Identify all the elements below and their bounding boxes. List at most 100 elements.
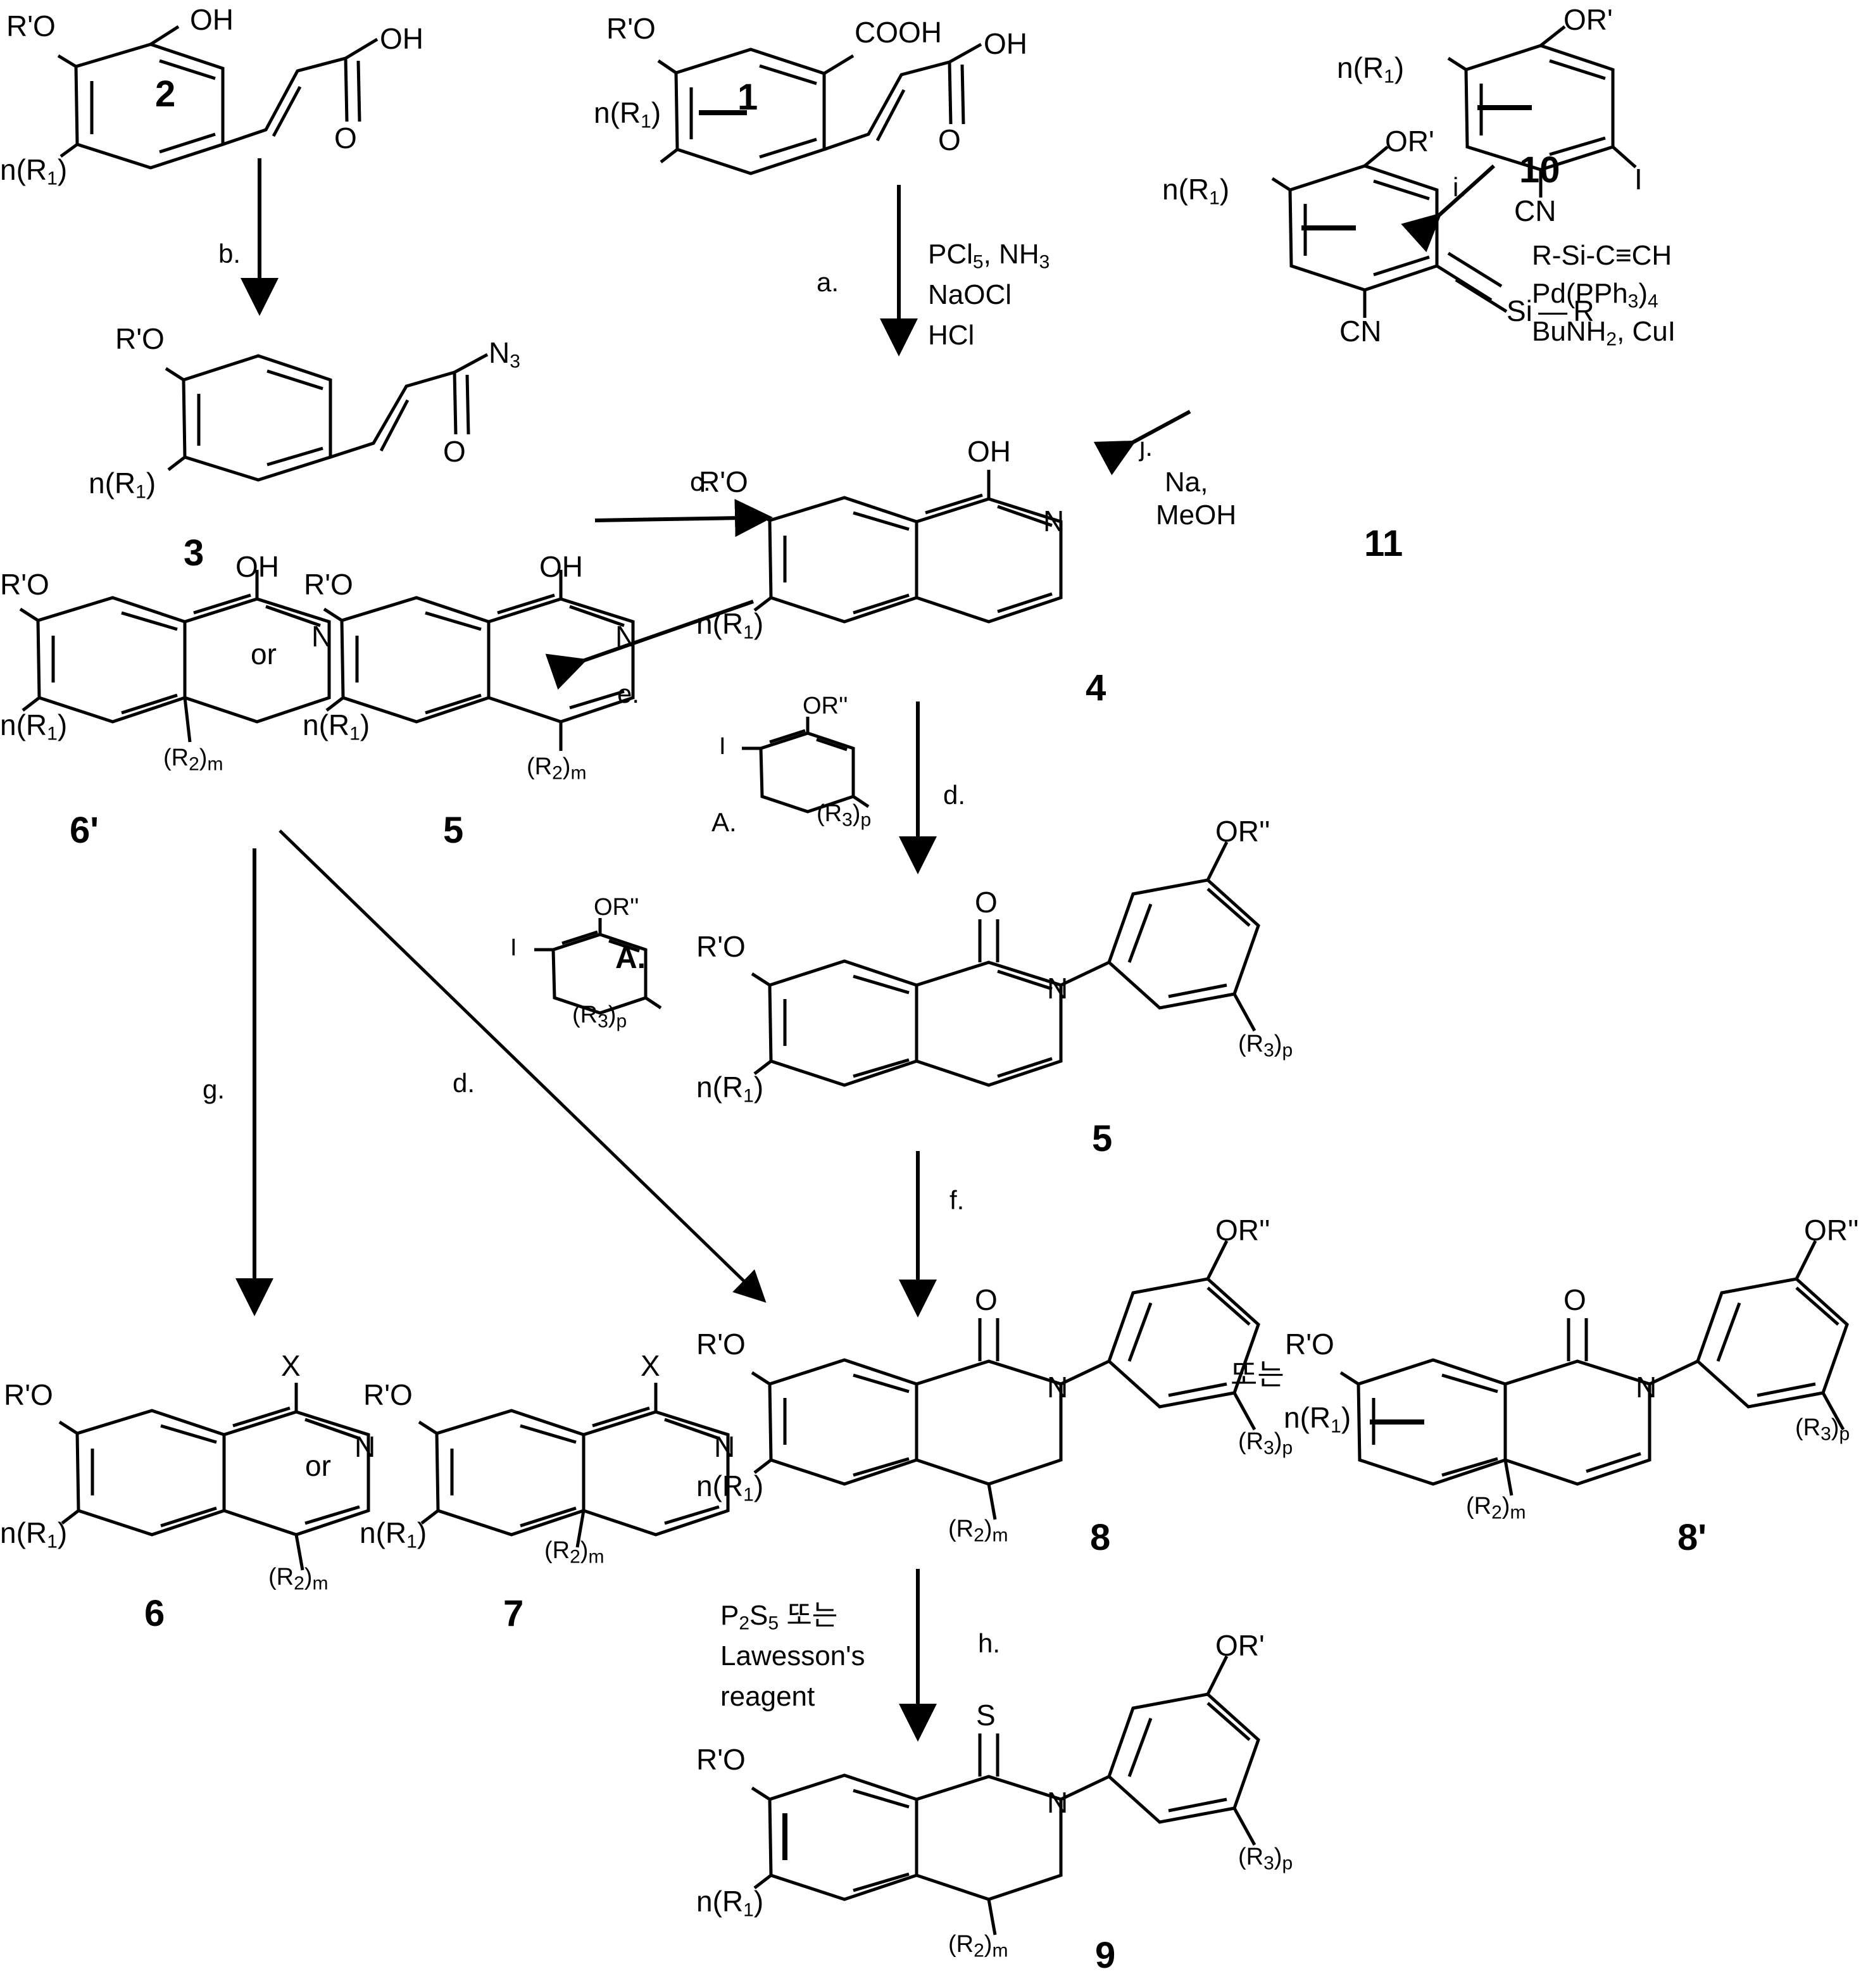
- atom-label-R2m-c6: (R2)m: [527, 753, 587, 784]
- atom-label-O-c5: O: [975, 886, 998, 919]
- atom-label-nR1-c1: n(R1): [594, 96, 661, 132]
- atom-label-R3p-reagentA-top: (R3)p: [817, 800, 872, 831]
- atom-label-nR1-c8p: n(R1): [1284, 1401, 1351, 1437]
- reagent-A-label-top: A.: [711, 807, 737, 837]
- atom-label-R2m-c6p: (R2)m: [163, 745, 223, 775]
- atom-label-nR1-c11: n(R1): [1162, 173, 1230, 209]
- atom-label-nR1-c7: n(R1): [0, 1516, 68, 1552]
- step-label-d2: d.: [453, 1068, 475, 1098]
- atom-label-O-c3: O: [443, 435, 466, 468]
- atom-label-R2m-c8: (R2)m: [948, 1516, 1008, 1546]
- atom-label-nR1-c8: n(R1): [696, 1469, 764, 1506]
- atom-label-RO-c9: R'O: [696, 1743, 746, 1776]
- atom-label-R2m-c7p: (R2)m: [544, 1537, 605, 1568]
- atom-label-RO-c6p: R'O: [0, 568, 49, 601]
- compound-label-7p: 7: [503, 1593, 524, 1634]
- atom-label-R2m-c7: (R2)m: [268, 1564, 329, 1594]
- compound-label-8p: 8': [1677, 1517, 1707, 1558]
- atom-label-N-c7p: N: [714, 1430, 736, 1463]
- step-label-a: a.: [817, 267, 839, 297]
- compound-label-6p: 6': [70, 810, 99, 851]
- atom-label-RO-c1: R'O: [606, 12, 656, 45]
- compound-label-4: 4: [1086, 667, 1106, 708]
- atom-label-OR2-c5: OR'': [1215, 815, 1270, 848]
- compound-label-3: 3: [184, 532, 204, 574]
- atom-label-S-c9: S: [976, 1699, 996, 1732]
- reagent-a-line3: HCl: [928, 320, 975, 351]
- step-label-h: h.: [978, 1628, 1001, 1658]
- compound-label-7: 6: [144, 1593, 165, 1634]
- atom-label-nR1-c3: n(R1): [89, 467, 156, 503]
- atom-label-OR1-c11: OR': [1385, 125, 1434, 158]
- compound-label-11: 11: [1364, 523, 1403, 564]
- atom-label-I-reagentA-left: I: [510, 934, 517, 961]
- compound-label-5: 5: [1092, 1118, 1113, 1159]
- atom-label-N-c4: N: [1043, 505, 1065, 538]
- atom-label-OH-c2: OH: [190, 3, 234, 36]
- atom-label-CN-c11: CN: [1339, 315, 1382, 348]
- atom-label-RO-c7p: R'O: [363, 1378, 413, 1411]
- atom-label-OH-acid-c1: OH: [984, 27, 1027, 60]
- atom-label-nR1-c6p: n(R1): [0, 708, 68, 745]
- step-label-f: f.: [949, 1185, 965, 1215]
- atom-label-SiR-c11: Si — R: [1507, 294, 1595, 327]
- atom-label-OR2-c8: OR'': [1215, 1214, 1270, 1247]
- reagent-a-line1: PCl5, NH3: [928, 239, 1050, 273]
- atom-label-N-c7: N: [354, 1430, 376, 1463]
- atom-label-RO-c6: R'O: [304, 568, 353, 601]
- atom-label-OH-c4: OH: [967, 435, 1011, 468]
- atom-label-RO-c5: R'O: [696, 930, 746, 963]
- atom-label-OR2-c8p: OR'': [1804, 1214, 1859, 1247]
- atom-label-R2m-c9: (R2)m: [948, 1931, 1008, 1961]
- reagent-i-line1: R-Si-C≡CH: [1532, 240, 1672, 271]
- atom-label-nR1-c4: n(R1): [696, 607, 764, 643]
- atom-label-N3-c3: N3: [489, 336, 520, 372]
- atom-label-OH-c6: OH: [539, 550, 583, 583]
- atom-label-RO-c8p: R'O: [1285, 1328, 1334, 1361]
- step-label-g: g.: [203, 1074, 225, 1104]
- compound-label-8: 8: [1090, 1517, 1111, 1558]
- or-label-6-6p: or: [251, 638, 277, 670]
- atom-label-RO-c2: R'O: [6, 9, 56, 42]
- compound-label-9: 9: [1095, 1935, 1116, 1976]
- atom-label-nR1-c9: n(R1): [696, 1885, 764, 1921]
- atom-label-OR1-c9: OR': [1215, 1629, 1265, 1662]
- compound-label-2: 2: [155, 73, 176, 115]
- atom-label-RO-c7: R'O: [4, 1378, 53, 1411]
- reagent-h-line2: Lawesson's: [720, 1640, 865, 1671]
- reagent-i-line3: BuNH2, CuI: [1532, 316, 1676, 350]
- atom-label-N-c8: N: [1047, 1371, 1068, 1404]
- atom-label-CN-c10: CN: [1514, 194, 1557, 227]
- atom-label-nR1-c7p: n(R1): [360, 1516, 427, 1552]
- step-label-j: j.: [1139, 432, 1153, 462]
- atom-label-OR2-reagentA-top: OR'': [803, 693, 848, 719]
- atom-label-nR1-c10: n(R1): [1337, 51, 1405, 87]
- step-label-c: c.: [690, 467, 711, 496]
- atom-label-X-c7p: X: [641, 1349, 660, 1382]
- atom-label-N-c8p: N: [1636, 1371, 1657, 1404]
- atom-label-N-c9: N: [1047, 1786, 1068, 1819]
- reagent-A-label-left: A.: [615, 941, 646, 975]
- atom-label-N-c6p: N: [311, 620, 333, 653]
- reagent-i-line2: Pd(PPh3)4: [1532, 278, 1658, 312]
- atom-label-I-reagentA-top: I: [719, 733, 726, 760]
- atom-label-RO-c4: R'O: [699, 465, 748, 498]
- atom-label-R3p-c8: (R3)p: [1238, 1428, 1293, 1459]
- atom-label-RO-c3: R'O: [115, 322, 165, 355]
- or-label-7-7p: or: [305, 1449, 331, 1482]
- atom-label-N-c6: N: [615, 620, 637, 653]
- or-label-korean-8-8p: 또는: [1231, 1358, 1284, 1391]
- atom-label-O-c2: O: [334, 122, 357, 154]
- reagent-j-line2: MeOH: [1156, 500, 1237, 531]
- atom-label-nR1-c5: n(R1): [696, 1071, 764, 1107]
- atom-label-N-c5: N: [1047, 972, 1068, 1005]
- atom-label-nR1-c6: n(R1): [303, 708, 370, 745]
- atom-label-OR2-reagentA-left: OR'': [594, 894, 639, 921]
- atom-label-R3p-c5: (R3)p: [1238, 1031, 1293, 1061]
- atom-label-COOH-c1: COOH: [855, 16, 942, 49]
- atom-label-OR1-c10: OR': [1563, 3, 1613, 36]
- atom-label-R2m-c8p: (R2)m: [1466, 1493, 1526, 1523]
- atom-label-R3p-c9: (R3)p: [1238, 1844, 1293, 1874]
